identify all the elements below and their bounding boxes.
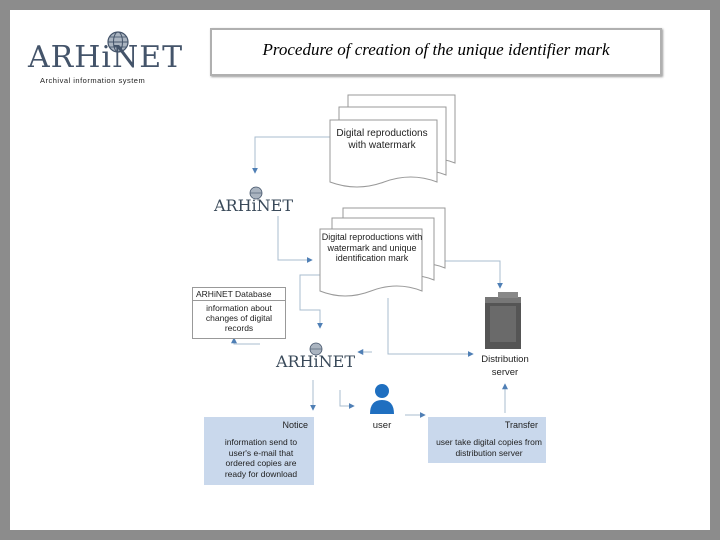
arhinet-logo: ARHiNET Archival information system xyxy=(28,28,188,88)
user-label: user xyxy=(372,420,392,431)
arhinet-logo-mid: ARHiNET xyxy=(214,196,294,215)
connector-doc2-to-db xyxy=(299,274,323,329)
server-label: Distribution server xyxy=(481,354,529,378)
database-title: ARHiNET Database xyxy=(193,288,285,301)
database-body: information about changes of digital rec… xyxy=(205,303,273,333)
slide: ARHiNET Archival information system Proc… xyxy=(10,10,710,530)
connector-arhinet-to-user xyxy=(339,390,355,409)
transfer-body: user take digital copies from distributi… xyxy=(436,437,542,458)
notice-panel: Notice information send to user's e-mail… xyxy=(204,417,314,485)
title-box: Procedure of creation of the unique iden… xyxy=(210,28,662,76)
server-icon xyxy=(485,292,521,349)
globe-icon xyxy=(309,342,323,356)
globe-icon xyxy=(249,186,263,200)
document-stack-1 xyxy=(329,94,456,188)
doc1-label: Digital reproductions with watermark xyxy=(336,128,428,151)
connector-to-db xyxy=(231,337,260,345)
notice-body: information send to user's e-mail that o… xyxy=(224,437,298,479)
diagram-connectors xyxy=(210,94,540,436)
transfer-panel: Transfer user take digital copies from d… xyxy=(428,417,546,463)
arhinet-logo-low: ARHiNET xyxy=(276,352,356,371)
logo-subtitle: Archival information system xyxy=(40,76,146,85)
user-icon xyxy=(370,384,394,414)
doc2-label: Digital reproductions with watermark and… xyxy=(321,232,423,263)
globe-icon xyxy=(107,31,129,53)
connector-doc2-to-server xyxy=(428,260,503,289)
database-box: ARHiNET Database information about chang… xyxy=(192,287,286,339)
connector-arhinet-to-doc2 xyxy=(277,216,313,263)
connector-doc1-to-arhinet xyxy=(252,136,330,174)
page-title: Procedure of creation of the unique iden… xyxy=(262,40,610,59)
transfer-title: Transfer xyxy=(504,420,538,430)
notice-title: Notice xyxy=(282,420,308,430)
connector-doc2-down xyxy=(387,298,474,357)
document-stack-2 xyxy=(319,207,446,297)
logo-text: ARHiNET xyxy=(28,40,184,75)
